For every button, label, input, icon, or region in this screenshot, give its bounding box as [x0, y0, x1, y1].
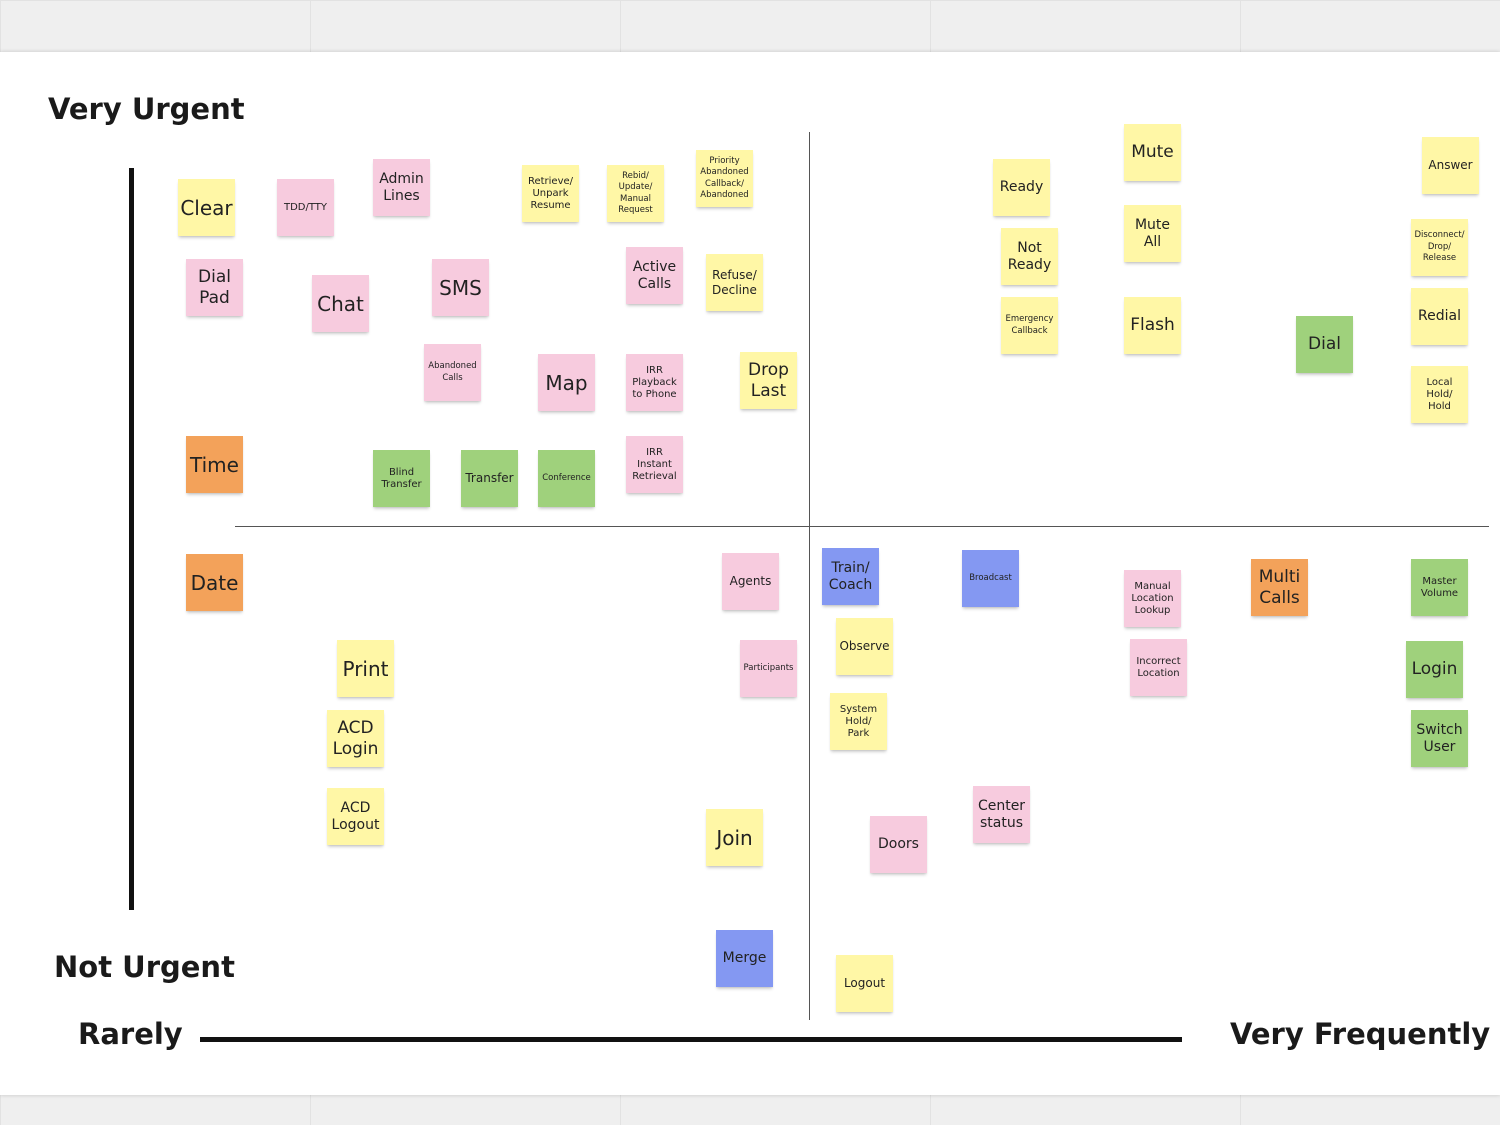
note-flash[interactable]: Flash	[1124, 297, 1181, 354]
note-master-volume[interactable]: Master Volume	[1411, 559, 1468, 616]
note-irr-instant-retrieval[interactable]: IRR Instant Retrieval	[626, 436, 683, 493]
note-emergency-callback[interactable]: Emergency Callback	[1001, 297, 1058, 354]
note-clear[interactable]: Clear	[178, 179, 235, 236]
label-very-urgent: Very Urgent	[48, 92, 245, 126]
note-observe[interactable]: Observe	[836, 618, 893, 675]
note-time[interactable]: Time	[186, 436, 243, 493]
note-join[interactable]: Join	[706, 809, 763, 866]
note-map[interactable]: Map	[538, 354, 595, 411]
note-center-status[interactable]: Center status	[973, 786, 1030, 843]
note-mute-all[interactable]: Mute All	[1124, 205, 1181, 262]
note-blind-transfer[interactable]: Blind Transfer	[373, 450, 430, 507]
note-manual-location-lookup[interactable]: Manual Location Lookup	[1124, 570, 1181, 627]
note-mute[interactable]: Mute	[1124, 124, 1181, 181]
note-active-calls[interactable]: Active Calls	[626, 247, 683, 304]
note-system-hold-park[interactable]: System Hold/ Park	[830, 693, 887, 750]
label-very-frequently: Very Frequently	[1230, 1017, 1491, 1051]
frequency-axis-line	[200, 1037, 1182, 1042]
note-chat[interactable]: Chat	[312, 275, 369, 332]
label-not-urgent: Not Urgent	[54, 950, 235, 984]
note-priority-abandoned-callback[interactable]: Priority Abandoned Callback/ Abandoned	[696, 150, 753, 207]
whiteboard: Very Urgent Not Urgent Rarely Very Frequ…	[0, 52, 1500, 1095]
note-rebid-update-manual-request[interactable]: Rebid/ Update/ Manual Request	[607, 165, 664, 222]
note-incorrect-location[interactable]: Incorrect Location	[1130, 639, 1187, 696]
note-date[interactable]: Date	[186, 554, 243, 611]
note-redial[interactable]: Redial	[1411, 288, 1468, 345]
urgency-axis-line	[129, 168, 134, 910]
note-transfer[interactable]: Transfer	[461, 450, 518, 507]
note-sms[interactable]: SMS	[432, 259, 489, 316]
note-dial[interactable]: Dial	[1296, 316, 1353, 373]
note-disconnect-drop-release[interactable]: Disconnect/ Drop/ Release	[1411, 219, 1468, 276]
note-multi-calls[interactable]: Multi Calls	[1251, 559, 1308, 616]
note-conference[interactable]: Conference	[538, 450, 595, 507]
note-participants[interactable]: Participants	[740, 640, 797, 697]
note-train-coach[interactable]: Train/ Coach	[822, 548, 879, 605]
note-logout[interactable]: Logout	[836, 955, 893, 1012]
note-abandoned-calls[interactable]: Abandoned Calls	[424, 344, 481, 401]
note-refuse-decline[interactable]: Refuse/ Decline	[706, 254, 763, 311]
note-print[interactable]: Print	[337, 640, 394, 697]
note-ready[interactable]: Ready	[993, 159, 1050, 216]
note-tdd-tty[interactable]: TDD/TTY	[277, 179, 334, 236]
label-rarely: Rarely	[78, 1017, 183, 1051]
note-local-hold[interactable]: Local Hold/ Hold	[1411, 366, 1468, 423]
note-broadcast[interactable]: Broadcast	[962, 550, 1019, 607]
note-merge[interactable]: Merge	[716, 930, 773, 987]
note-irr-playback[interactable]: IRR Playback to Phone	[626, 354, 683, 411]
note-answer[interactable]: Answer	[1422, 137, 1479, 194]
note-dial-pad[interactable]: Dial Pad	[186, 259, 243, 316]
note-acd-logout[interactable]: ACD Logout	[327, 788, 384, 845]
note-not-ready[interactable]: Not Ready	[1001, 228, 1058, 285]
note-retrieve-unpark-resume[interactable]: Retrieve/ Unpark Resume	[522, 165, 579, 222]
note-drop-last[interactable]: Drop Last	[740, 352, 797, 409]
note-switch-user[interactable]: Switch User	[1411, 710, 1468, 767]
note-login[interactable]: Login	[1406, 641, 1463, 698]
quadrant-divider-horizontal	[235, 526, 1489, 527]
note-acd-login[interactable]: ACD Login	[327, 710, 384, 767]
note-doors[interactable]: Doors	[870, 816, 927, 873]
note-agents[interactable]: Agents	[722, 553, 779, 610]
note-admin-lines[interactable]: Admin Lines	[373, 159, 430, 216]
quadrant-divider-vertical	[809, 132, 810, 1020]
